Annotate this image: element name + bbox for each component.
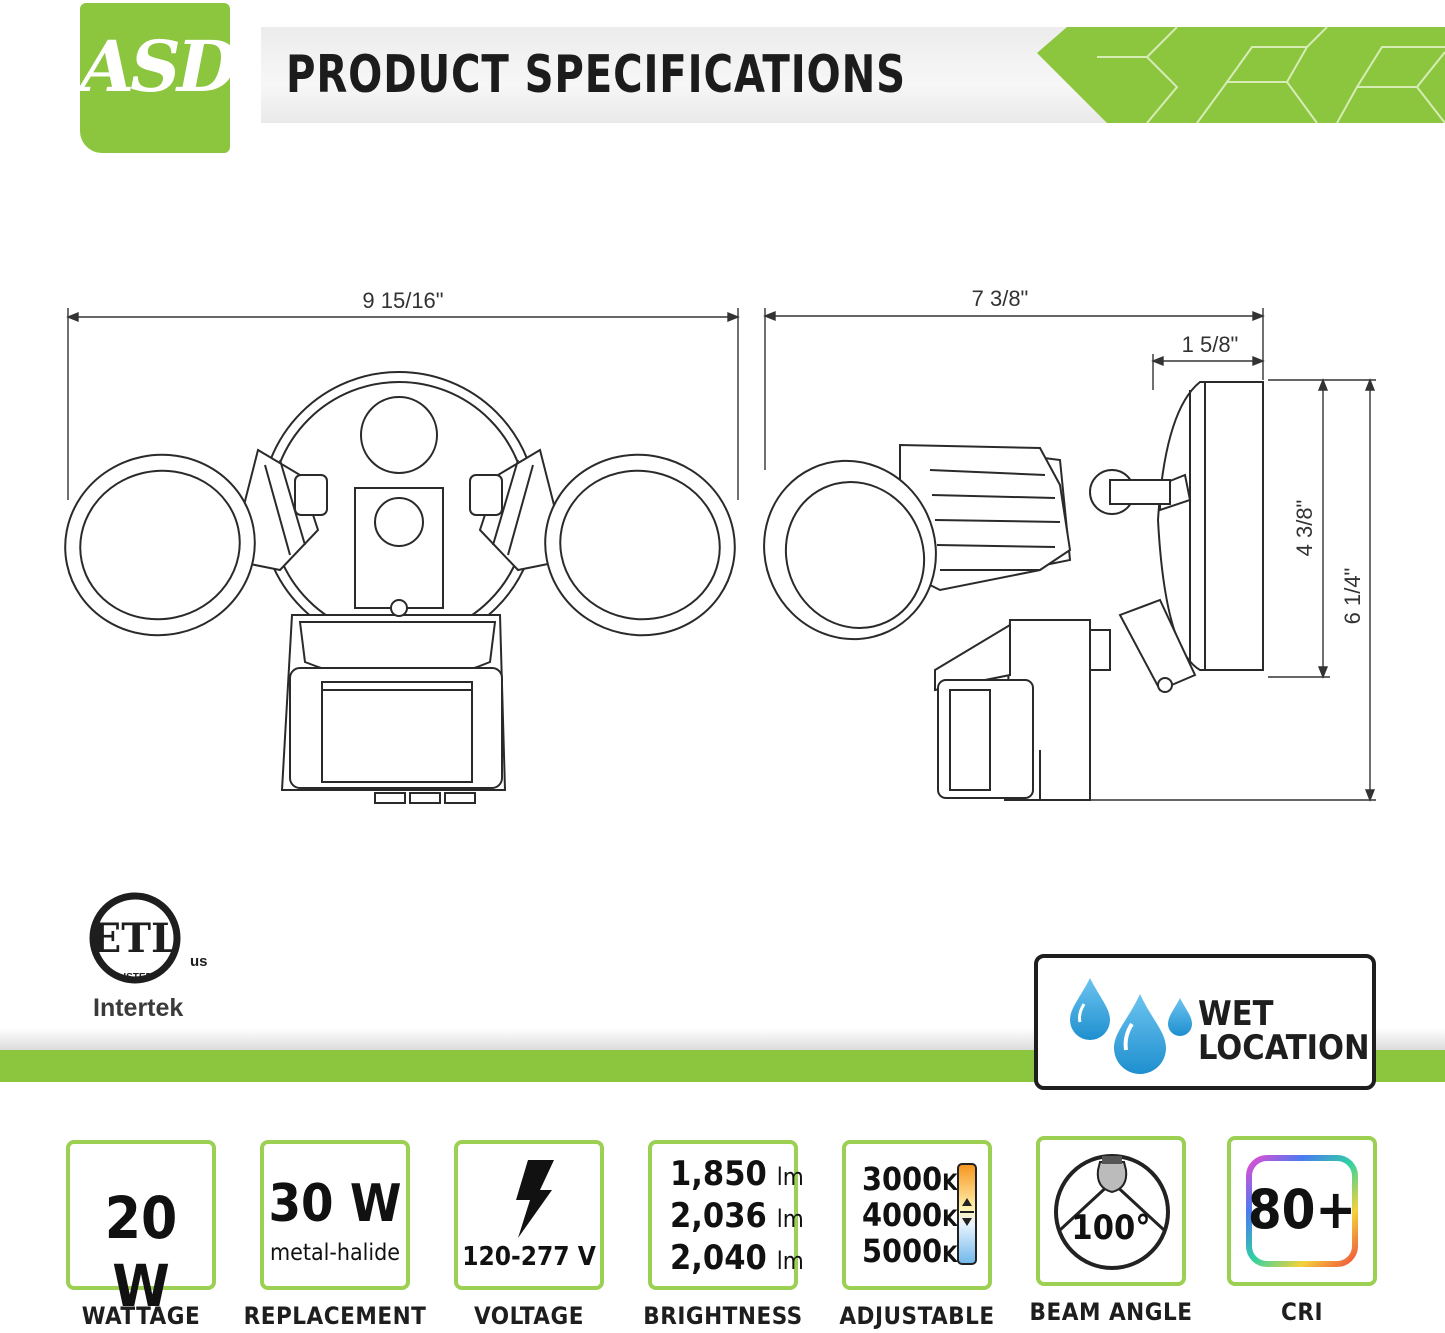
- lightning-icon: [516, 1160, 554, 1238]
- wet-location-line2: LOCATION: [1198, 1028, 1370, 1068]
- beam-angle-value: 100°: [1071, 1208, 1151, 1248]
- caption-cri: CRI: [1281, 1298, 1323, 1326]
- wet-location-badge: WET LOCATION: [1034, 954, 1376, 1090]
- caption-wattage: WATTAGE: [81, 1302, 201, 1330]
- page-title: PRODUCT SPECIFICATIONS: [286, 45, 906, 105]
- caption-replacement: REPLACEMENT: [243, 1302, 427, 1330]
- cct-value-2: 4000K: [862, 1196, 958, 1234]
- spec-card-cri: 80+: [1227, 1136, 1377, 1286]
- cct-value-3: 5000K: [862, 1232, 958, 1270]
- wattage-value: 20 W: [104, 1184, 178, 1320]
- hexagon-pattern-decoration: [1037, 27, 1445, 123]
- water-drops-icon: [1070, 978, 1192, 1074]
- color-temperature-bar-icon: [957, 1163, 977, 1265]
- etl-certification-mark: ETL LISTED us: [89, 892, 208, 984]
- bulb-beam-icon: [1054, 1154, 1170, 1270]
- replacement-sub: metal-halide: [269, 1240, 401, 1266]
- cct-value-1: 3000K: [862, 1160, 958, 1198]
- voltage-value: 120-277 V: [462, 1242, 596, 1272]
- product-dimension-drawing: 9 15/16" 7 3/8" 1 5/8" 4 3/8" 6 1/4": [64, 286, 1376, 804]
- svg-text:ETL: ETL: [91, 915, 179, 962]
- brand-logo: ASD: [80, 3, 238, 153]
- wet-location-line1: WET: [1198, 994, 1274, 1034]
- dimension-plate-depth: 1 5/8": [1182, 332, 1239, 357]
- caption-voltage: VOLTAGE: [474, 1302, 584, 1330]
- spec-card-adjustable: 3000K 4000K 5000K: [842, 1140, 992, 1290]
- caption-brightness: BRIGHTNESS: [643, 1302, 803, 1330]
- spec-card-wattage: 20 W: [66, 1140, 216, 1320]
- caption-beam-angle: BEAM ANGLE: [1029, 1298, 1193, 1326]
- intertek-label: Intertek: [93, 994, 184, 1022]
- rainbow-square-icon: [1246, 1155, 1358, 1267]
- dimension-front-width: 9 15/16": [362, 288, 443, 313]
- svg-text:us: us: [190, 953, 208, 970]
- spec-card-replacement: 30 W metal-halide: [260, 1140, 410, 1290]
- spec-card-voltage: 120-277 V: [454, 1140, 604, 1290]
- replacement-value: 30 W: [268, 1174, 402, 1234]
- dimension-plate-height: 4 3/8": [1292, 500, 1317, 557]
- caption-adjustable: ADJUSTABLE: [839, 1302, 995, 1330]
- svg-text:LISTED: LISTED: [117, 972, 153, 983]
- dimension-side-depth: 7 3/8": [972, 286, 1029, 311]
- logo-text: ASD: [80, 25, 238, 108]
- dimension-total-height: 6 1/4": [1340, 568, 1365, 625]
- spec-card-beam-angle: 100°: [1036, 1136, 1186, 1286]
- cri-value: 80+: [1247, 1178, 1357, 1241]
